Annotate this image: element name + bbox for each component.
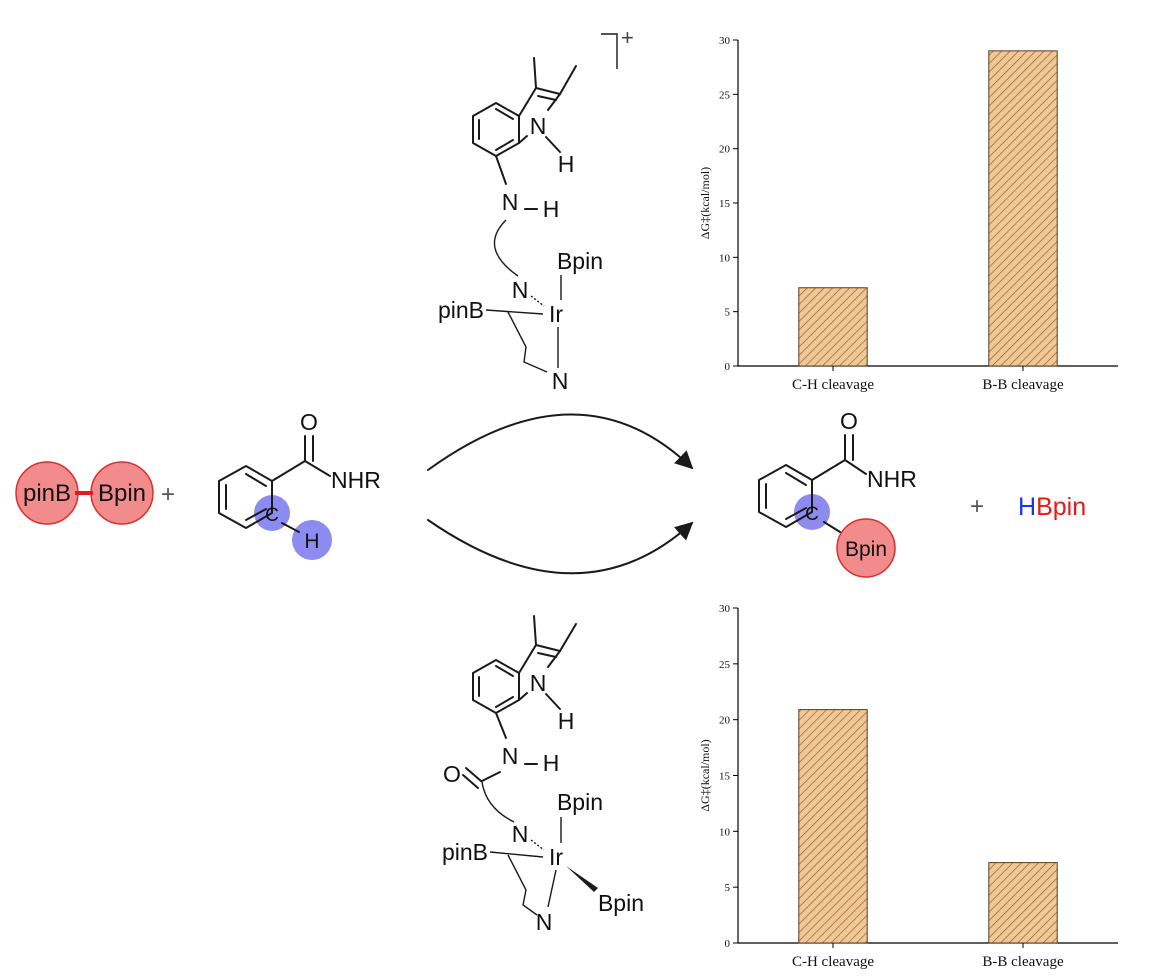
top-linker [493, 219, 519, 277]
bottom-indole-h: H [558, 708, 575, 734]
y-axis-label: ΔG‡(kcal/mol) [698, 167, 712, 239]
top-indole-h: H [558, 151, 575, 177]
y-tick-label: 30 [719, 35, 731, 47]
bottom-lower-n: N [536, 909, 553, 935]
y-tick-label: 25 [719, 89, 731, 101]
bottom-amide-h: H [543, 750, 560, 776]
y-axis-label: ΔG‡(kcal/mol) [698, 739, 712, 811]
bar-bb-cleavage [988, 862, 1058, 944]
top-lower-n: N [552, 368, 569, 394]
y-tick-label: 20 [719, 144, 731, 156]
x-tick-label: C-H cleavage [792, 954, 874, 970]
y-tick-label: 15 [719, 771, 731, 783]
benzamide-substrate: O NHR C H [218, 409, 381, 560]
y-tick-label: 20 [719, 715, 731, 727]
hbpin-byproduct: HBpin [1018, 493, 1086, 521]
top-charge: + [621, 25, 634, 50]
product-boron-highlight [836, 518, 896, 578]
pinb-label: pinB [23, 480, 71, 507]
catalyst-bottom-structure: N H N H O N Ir pinB Bpin Bpin N [442, 615, 644, 935]
y-tick-label: 30 [719, 603, 731, 615]
top-amine-n: N [502, 189, 519, 215]
top-indole-n: N [530, 113, 547, 139]
top-bpin: Bpin [557, 248, 603, 274]
top-amine-h: H [543, 196, 560, 222]
bottom-bpin-right: Bpin [598, 890, 644, 916]
carbon-label: C [265, 505, 279, 526]
bottom-amide-n: N [502, 743, 519, 769]
top-charge-bracket [601, 33, 618, 69]
y-tick-label: 0 [725, 938, 731, 950]
catalyst-top-structure: N H N H N Ir pinB Bpin N [438, 57, 603, 394]
y-tick-label: 10 [719, 252, 731, 264]
y-tick-label: 25 [719, 659, 731, 671]
bottom-wedge-bond [566, 866, 598, 892]
product-bpin: Bpin [845, 538, 887, 561]
y-tick-label: 0 [725, 361, 731, 373]
diboron-reagent: pinB Bpin [15, 461, 154, 525]
bottom-bpin-top: Bpin [557, 789, 603, 815]
amide-nhr: NHR [331, 467, 381, 493]
bottom-carbonyl-o: O [443, 761, 461, 787]
product-nhr: NHR [867, 466, 917, 492]
bottom-ligand-n: N [512, 821, 529, 847]
borylated-product: O NHR C Bpin [758, 408, 917, 578]
y-tick-label: 10 [719, 826, 731, 838]
reaction-arrow-top [427, 413, 694, 471]
bottom-indole-n: N [530, 670, 547, 696]
bottom-iridium: Ir [549, 844, 563, 870]
top-pinb: pinB [438, 297, 484, 323]
top-iridium: Ir [549, 301, 563, 327]
hbpin-bpin: Bpin [1036, 493, 1086, 521]
x-tick-label: B-B cleavage [982, 377, 1064, 393]
reaction-arrow-bottom [427, 519, 694, 575]
y-tick-label: 5 [725, 882, 731, 894]
bar-ch-cleavage [798, 709, 868, 944]
bar-bb-cleavage [988, 50, 1058, 367]
plus-sign-1: + [161, 481, 175, 508]
bpin-label: Bpin [98, 480, 146, 507]
y-tick-label: 15 [719, 198, 731, 210]
x-tick-label: C-H cleavage [792, 377, 874, 393]
hydrogen-label: H [304, 530, 319, 553]
bottom-pinb: pinB [442, 839, 488, 865]
bottom-linker [481, 781, 515, 823]
product-carbon: C [805, 504, 819, 525]
carbonyl-oxygen: O [300, 409, 318, 435]
y-tick-label: 5 [725, 307, 731, 319]
bar-ch-cleavage [798, 287, 868, 367]
top-ligand-n: N [512, 277, 529, 303]
product-oxygen: O [840, 408, 858, 434]
h-highlight [292, 520, 332, 560]
plus-sign-2: + [970, 493, 984, 520]
x-tick-label: B-B cleavage [982, 954, 1064, 970]
hbpin-h: H [1018, 493, 1036, 521]
